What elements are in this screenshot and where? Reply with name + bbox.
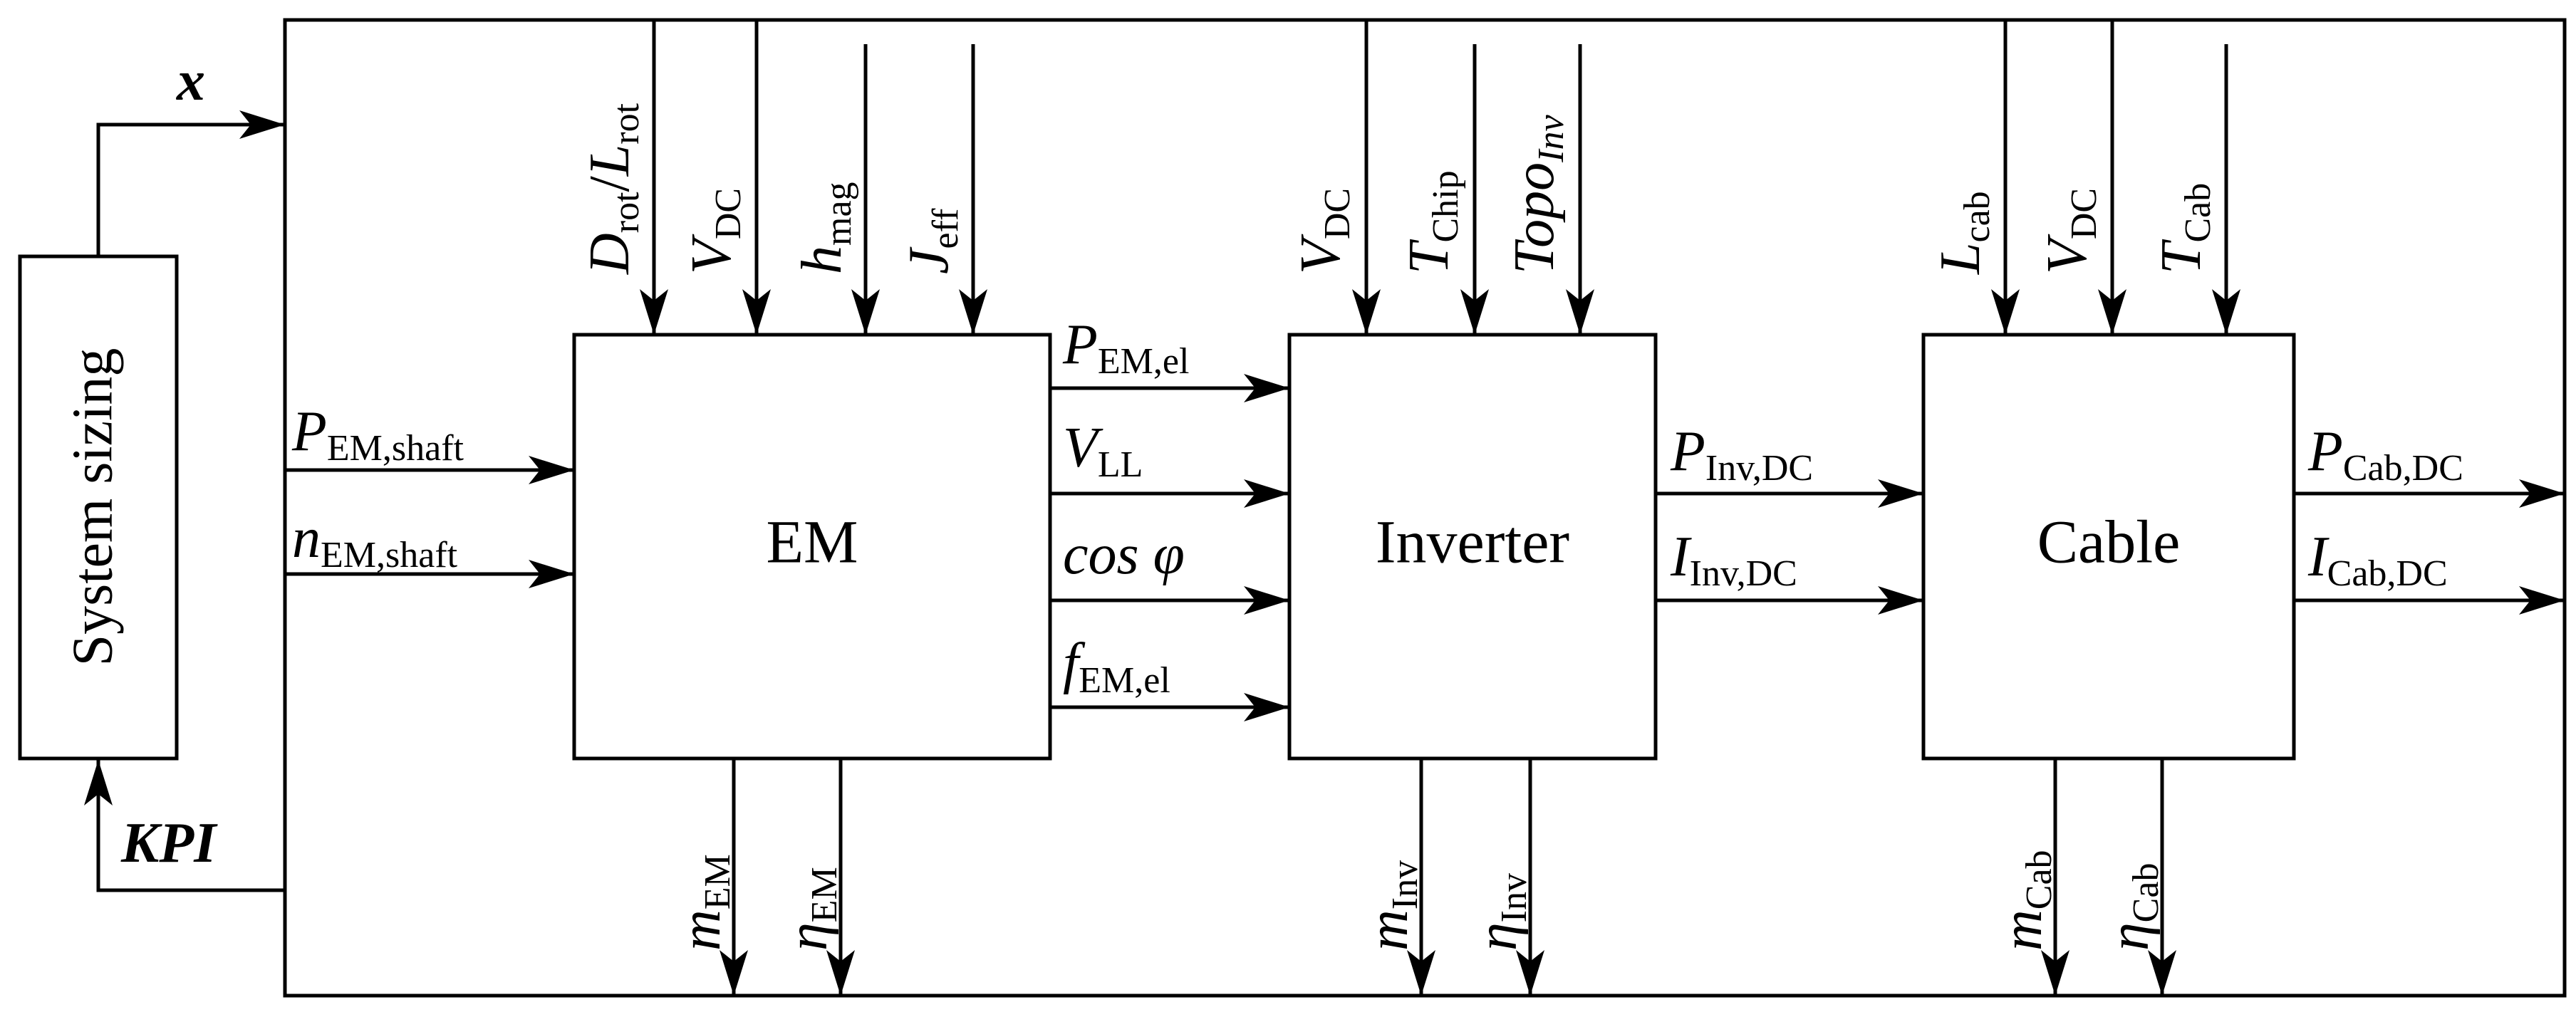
inv-param-topo: Topo	[1503, 162, 1566, 274]
svg-text:Drot/Lrot: Drot/Lrot	[578, 103, 647, 275]
svg-text:hmag: hmag	[791, 182, 859, 274]
svg-text:mCab: mCab	[1991, 850, 2060, 951]
inv-out-p-sub: Inv,DC	[1705, 448, 1813, 489]
em-out-p: P	[1062, 313, 1098, 376]
x-label: x	[176, 50, 205, 113]
svg-text:TChip: TChip	[1398, 170, 1466, 274]
em-param-d: D	[578, 233, 641, 275]
svg-text:PEM,shaft: PEM,shaft	[291, 400, 464, 469]
em-param-d-sub: rot	[606, 192, 647, 233]
svg-text:PEM,el: PEM,el	[1062, 313, 1189, 382]
cab-out-i-sub: Cab,DC	[2327, 553, 2448, 594]
em-block	[572, 333, 1052, 761]
svg-text:nEM,shaft: nEM,shaft	[292, 507, 458, 575]
em-result-eta-sub: EM	[804, 867, 845, 922]
inv-result-eta-sub: Inv	[1494, 873, 1534, 922]
inv-param-vdc: V	[1289, 234, 1352, 274]
em-param-hmag-sub: mag	[819, 182, 859, 246]
cab-result-eta-sub: Cab	[2126, 863, 2166, 923]
x-arrow	[96, 110, 285, 256]
kpi-arrow	[84, 760, 285, 892]
inv-out-p: P	[1670, 420, 1705, 483]
svg-text:ICab,DC: ICab,DC	[2307, 526, 2448, 594]
inv-result-m-sub: Inv	[1385, 860, 1425, 909]
em-param-slash: /	[578, 175, 641, 192]
inverter-block	[1287, 333, 1658, 761]
em-out-p-sub: EM,el	[1098, 341, 1190, 382]
cab-param-tcab: T	[2150, 239, 2213, 274]
em-input-n: n	[292, 507, 321, 570]
cab-param-lcab-sub: cab	[1957, 191, 1998, 242]
cab-result-m: m	[1991, 909, 2054, 951]
svg-text:mInv: mInv	[1357, 860, 1425, 951]
em-param-jeff-sub: eff	[925, 208, 966, 249]
inv-param-tchip-sub: Chip	[1425, 170, 1466, 242]
svg-text:VDC: VDC	[2036, 188, 2104, 274]
inv-param-vdc-sub: DC	[1317, 188, 1358, 239]
em-out-cos: cos φ	[1063, 523, 1185, 586]
em-param-l-sub: rot	[606, 103, 647, 144]
em-result-m-sub: EM	[697, 854, 738, 909]
cab-result-m-sub: Cab	[2019, 850, 2060, 909]
em-param-vdc: V	[680, 234, 743, 274]
cab-out-p-sub: Cab,DC	[2343, 448, 2463, 489]
svg-text:PInv,DC: PInv,DC	[1670, 420, 1813, 489]
em-out-v: V	[1063, 417, 1103, 479]
svg-text:mEM: mEM	[670, 854, 738, 951]
inv-result-m: m	[1357, 909, 1420, 951]
svg-text:ηEM: ηEM	[777, 867, 845, 951]
em-input-p: P	[291, 400, 327, 463]
inv-param-tchip: T	[1398, 239, 1460, 274]
inv-out-i-sub: Inv,DC	[1690, 553, 1797, 594]
svg-text:VLL: VLL	[1063, 417, 1143, 485]
svg-text:ηCab: ηCab	[2098, 863, 2166, 951]
svg-text:Lcab: Lcab	[1929, 191, 1998, 275]
kpi-label: KPI	[120, 812, 218, 875]
inv-param-topo-sub: Inv	[1531, 115, 1572, 163]
em-param-jeff: J	[898, 246, 960, 274]
svg-text:VDC: VDC	[1289, 188, 1358, 274]
svg-text:ηInv: ηInv	[1466, 873, 1534, 951]
cable-label: Cable	[2037, 508, 2181, 576]
svg-text:PCab,DC: PCab,DC	[2307, 420, 2463, 489]
em-input-p-sub: EM,shaft	[327, 428, 464, 469]
svg-text:fEM,el: fEM,el	[1063, 632, 1170, 701]
em-param-vdc-sub: DC	[708, 188, 749, 239]
svg-text:Jeff: Jeff	[898, 208, 966, 274]
cab-param-lcab: L	[1929, 243, 1992, 276]
em-param-l: L	[578, 145, 641, 177]
cab-param-vdc-sub: DC	[2064, 188, 2104, 239]
em-label: EM	[767, 508, 858, 576]
cab-out-i: I	[2307, 526, 2330, 588]
cab-param-vdc: V	[2036, 234, 2099, 274]
em-result-eta: η	[777, 922, 839, 951]
em-out-v-sub: LL	[1098, 444, 1143, 485]
em-result-m: m	[670, 909, 732, 951]
outer-frame	[283, 18, 2567, 998]
cab-out-p: P	[2307, 420, 2343, 483]
inverter-label: Inverter	[1376, 508, 1569, 576]
svg-text:TopoInv: TopoInv	[1503, 115, 1572, 274]
system-sizing-label: System sizing	[61, 348, 124, 667]
em-input-n-sub: EM,shaft	[321, 535, 458, 575]
svg-text:IInv,DC: IInv,DC	[1670, 526, 1797, 594]
cab-param-tcab-sub: Cab	[2178, 183, 2218, 243]
svg-text:TCab: TCab	[2150, 183, 2218, 274]
inv-result-eta: η	[1466, 922, 1529, 951]
cable-block	[1921, 333, 2296, 761]
svg-text:VDC: VDC	[680, 188, 749, 274]
em-out-f-sub: EM,el	[1079, 660, 1170, 701]
em-param-hmag: h	[791, 246, 853, 274]
inv-out-i: I	[1670, 526, 1692, 588]
cab-result-eta: η	[2098, 922, 2161, 951]
